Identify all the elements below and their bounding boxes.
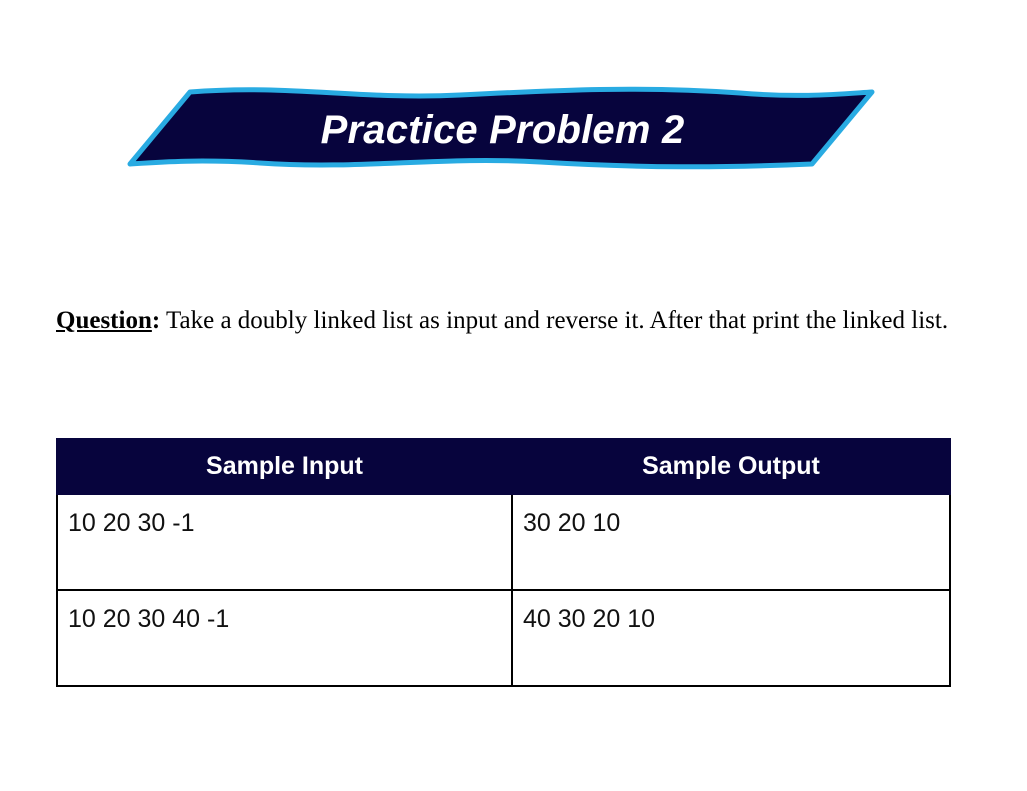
header-sample-input: Sample Input	[56, 438, 513, 495]
title-banner	[127, 86, 875, 170]
question-colon: :	[151, 307, 161, 334]
header-sample-output: Sample Output	[511, 438, 951, 495]
samples-table: Sample Input Sample Output 10 20 30 -1 3…	[56, 438, 951, 687]
table-row: 10 20 30 -1 30 20 10	[56, 493, 951, 591]
sample-input-cell: 10 20 30 -1	[56, 493, 513, 591]
sample-output-cell: 30 20 10	[511, 493, 951, 591]
question-label: Question	[56, 307, 152, 334]
banner-title: Practice Problem 2	[320, 108, 685, 152]
sample-output-cell: 40 30 20 10	[511, 589, 951, 687]
banner-ribbon-shape	[127, 86, 875, 170]
table-header-row: Sample Input Sample Output	[56, 438, 951, 495]
question-text: Take a doubly linked list as input and r…	[160, 307, 949, 334]
sample-input-cell: 10 20 30 40 -1	[56, 589, 513, 687]
table-row: 10 20 30 40 -1 40 30 20 10	[56, 589, 951, 687]
question-paragraph: Question: Take a doubly linked list as i…	[56, 302, 966, 339]
